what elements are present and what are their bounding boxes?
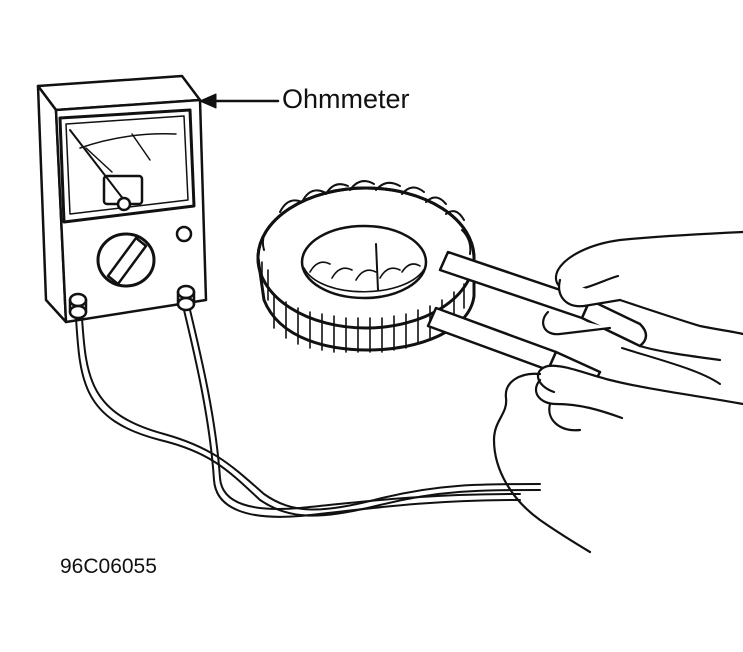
callout-arrow <box>199 93 280 109</box>
upper-hand <box>542 230 743 362</box>
test-lead-terminals <box>68 284 196 320</box>
ohmmeter-callout-label: Ohmmeter <box>282 84 410 114</box>
figure-id: 96C06055 <box>60 555 157 578</box>
zero-adjust-knob <box>175 225 193 243</box>
ohmmeter <box>36 74 208 324</box>
test-leads <box>75 309 721 518</box>
meter-dial <box>58 108 196 224</box>
range-selector-knob <box>96 232 156 288</box>
lower-hand <box>492 364 743 554</box>
stator-coil <box>256 180 476 353</box>
